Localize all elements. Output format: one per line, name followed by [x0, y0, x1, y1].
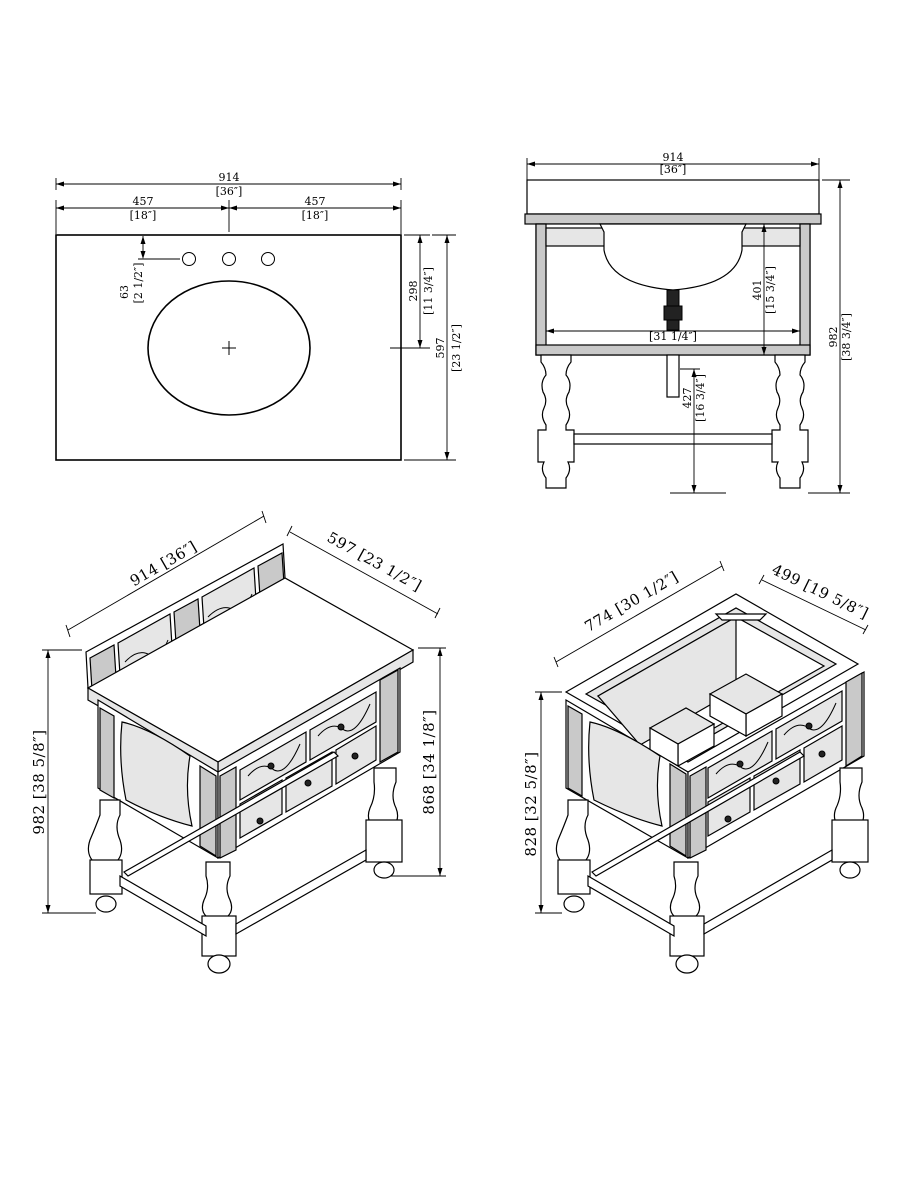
iso-full-dim-width-tick-b: [261, 510, 267, 524]
faucet-offset-in: [2 1/2″]: [132, 263, 145, 304]
iso-full-dim-width: [67, 515, 265, 631]
sink-depth-mm: 298: [407, 281, 420, 302]
front-width-mm: 914: [663, 151, 684, 164]
front-stretcher: [573, 433, 773, 445]
faucet-offset-mm: 63: [118, 285, 131, 299]
front-cabinet-side-right: [799, 223, 811, 356]
iso-cab-legs: [555, 751, 869, 974]
drawer-knob-1: [267, 762, 275, 770]
iso-cab-width-label: 774 [30 1/2″]: [581, 568, 681, 636]
iso-cab-dim-width-tick-b: [719, 560, 725, 572]
front-height-in: [38 3/4″]: [840, 313, 853, 361]
iso-cab-dim-width: [555, 565, 723, 663]
front-countertop-lip: [524, 213, 822, 225]
cab-drawer-knob-3: [724, 815, 732, 823]
cab-drawer-knob-2: [805, 722, 813, 730]
countertop-outline: [55, 234, 402, 461]
iso-legs: [87, 751, 403, 974]
faucet-hole-center: [222, 252, 236, 266]
cab-drawer-knob-1: [736, 760, 744, 768]
left-half-in: [18″]: [130, 209, 157, 222]
right-half-mm: 457: [305, 195, 326, 208]
right-half-in: [18″]: [302, 209, 329, 222]
iso-cab-drawers: [707, 689, 843, 838]
front-cabinet-side-left: [535, 223, 547, 356]
cab-drawer-knob-5: [818, 750, 826, 758]
front-view: 914 [36″] [31 1/4″] 401 [15 3/4″] 427 [1…: [524, 151, 853, 494]
iso-full-width-label: 914 [36″]: [127, 537, 200, 590]
iso-full-dim-depth: [289, 531, 439, 615]
iso-full-depth-label: 597 [23 1/2″]: [324, 528, 425, 595]
iso-cab-dim-depth-tick-a: [758, 574, 765, 585]
front-drain-height-mm: 427: [681, 388, 694, 409]
front-cabinet-bottom: [535, 344, 811, 356]
top-width-in: [36″]: [216, 185, 243, 198]
drawer-knob-4: [304, 779, 312, 787]
iso-full-height-label: 982 [38 5/8″]: [30, 729, 48, 834]
top-width-mm: 914: [219, 171, 240, 184]
iso-full-dim-width-tick-a: [65, 624, 71, 638]
iso-cab-height-label: 828 [32 5/8″]: [522, 751, 540, 856]
front-inner-width-in: [31 1/4″]: [649, 330, 697, 343]
iso-side-panel-carving: [120, 721, 193, 827]
drawer-knob-3: [256, 817, 264, 825]
left-half-mm: 457: [133, 195, 154, 208]
front-countertop: [526, 179, 820, 215]
iso-cab-side-carving: [588, 721, 663, 827]
front-height-mm: 982: [827, 327, 840, 348]
faucet-hole-right: [261, 252, 275, 266]
iso-cabinet-only: 774 [30 1/2″] 499 [19 5/8″] 828 [32 5/8″…: [522, 560, 871, 974]
top-depth-in: [23 1/2″]: [450, 324, 463, 372]
iso-cab-dim-depth: [761, 579, 867, 631]
sink-depth-in: [11 3/4″]: [422, 267, 435, 315]
front-inner-height-in: [15 3/4″]: [764, 266, 777, 314]
cab-drawer-knob-4: [772, 777, 780, 785]
front-drain-pipe: [666, 354, 680, 398]
iso-full-dim-depth-tick-b: [434, 607, 441, 619]
drawer-knob-5: [351, 752, 359, 760]
iso-cab-dim-depth-tick-b: [862, 624, 869, 635]
front-leg-left: [537, 354, 575, 489]
faucet-hole-left: [182, 252, 196, 266]
iso-cab-dim-width-tick-a: [553, 656, 559, 668]
front-inner-height-mm: 401: [751, 280, 764, 301]
drawer-knob-2: [337, 723, 345, 731]
top-view: 914 [36″] 457 [18″] 457 [18″] 63 [2 1/2″…: [55, 171, 463, 461]
top-depth-mm: 597: [434, 338, 447, 359]
front-leg-right: [771, 354, 809, 489]
front-drain-height-in: [16 3/4″]: [694, 374, 707, 422]
iso-cab-depth-label: 499 [19 5/8″]: [769, 560, 871, 622]
front-width-in: [36″]: [660, 163, 687, 176]
front-drain-nut: [663, 305, 683, 321]
sink-bowl-outline: [147, 280, 311, 416]
iso-full-vanity: 914 [36″] 597 [23 1/2″] 868 [34 1/8″] 98…: [30, 510, 446, 974]
iso-full-top-height-label: 868 [34 1/8″]: [420, 709, 438, 814]
iso-full-dim-depth-tick-a: [286, 525, 293, 537]
